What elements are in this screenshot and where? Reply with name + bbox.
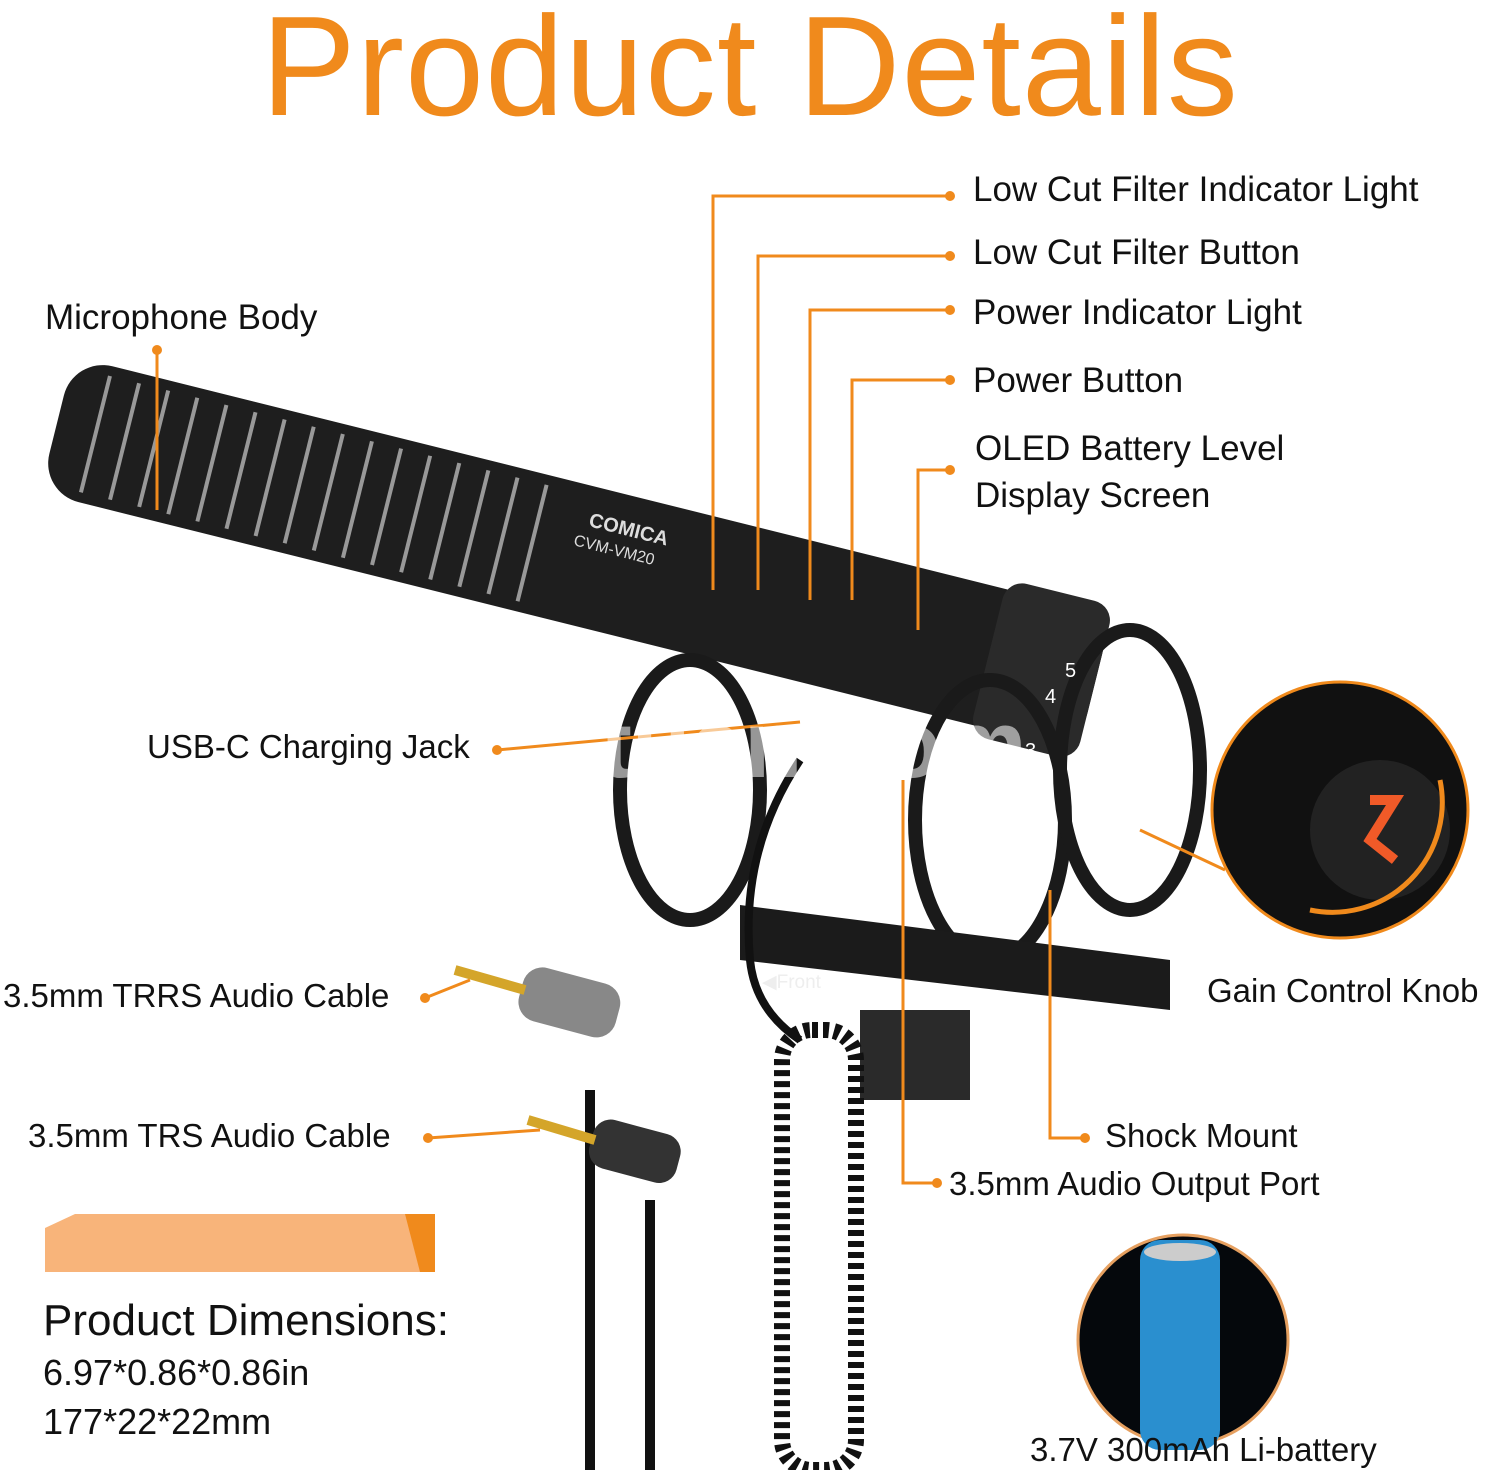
label-oled-line1: OLED Battery Level — [975, 429, 1285, 468]
knob-number-1: 1 — [1010, 835, 1022, 857]
label-low-cut-button: Low Cut Filter Button — [973, 233, 1300, 272]
label-trs: 3.5mm TRS Audio Cable — [28, 1117, 391, 1154]
label-low-cut-indicator: Low Cut Filter Indicator Light — [973, 170, 1419, 209]
label-gain-knob: Gain Control Knob — [1207, 972, 1479, 1009]
dimensions-heading: Product Dimensions: — [43, 1296, 449, 1345]
dimensions-inches: 6.97*0.86*0.86in — [43, 1352, 310, 1393]
knob-number-3: 3 — [1025, 740, 1037, 762]
label-microphone-body: Microphone Body — [45, 298, 318, 337]
knob-number-2: 2 — [1025, 780, 1037, 802]
label-power-indicator: Power Indicator Light — [973, 293, 1302, 332]
label-oled-line2: Display Screen — [975, 476, 1211, 515]
label-usbc: USB-C Charging Jack — [147, 728, 470, 765]
label-audio-output: 3.5mm Audio Output Port — [949, 1165, 1320, 1202]
label-trrs: 3.5mm TRRS Audio Cable — [3, 977, 390, 1014]
dimension-block — [45, 1214, 435, 1272]
label-power-button: Power Button — [973, 361, 1184, 400]
label-shock-mount: Shock Mount — [1105, 1117, 1298, 1154]
trs-plug — [588, 1119, 681, 1184]
dimensions-mm: 177*22*22mm — [43, 1401, 272, 1442]
watermark: tuan.com — [600, 691, 1027, 798]
knob-number-5: 5 — [1065, 660, 1077, 682]
page-title: Product Details — [261, 0, 1239, 146]
microphone: COMICA CVM-VM20 — [48, 365, 1110, 757]
front-marking: ◀Front — [762, 972, 822, 993]
trrs-plug — [518, 967, 621, 1038]
label-battery: 3.7V 300mAh Li-battery — [1030, 1431, 1377, 1468]
knob-number-4: 4 — [1045, 686, 1057, 708]
